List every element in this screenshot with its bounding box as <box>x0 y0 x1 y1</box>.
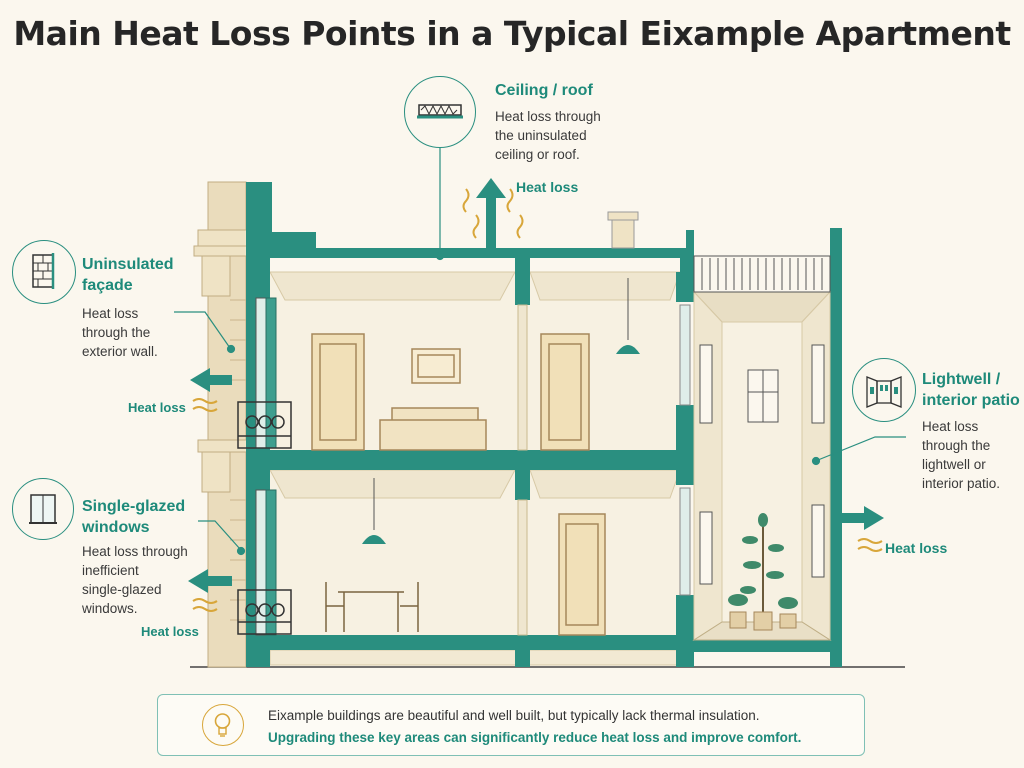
callout-roof-line: ceiling or roof. <box>495 147 580 162</box>
heat-loss-arrows <box>188 178 884 593</box>
callout-windows-body: Heat loss through inefficient single-gla… <box>82 542 188 618</box>
brick-wall-icon <box>12 240 76 304</box>
callout-lightwell: Lightwell / interior patio Heat loss thr… <box>922 369 1020 493</box>
callout-facade-line: exterior wall. <box>82 344 158 359</box>
heat-loss-label-windows: Heat loss <box>141 624 199 639</box>
callout-windows-heading: Single-glazed windows <box>82 496 188 538</box>
heat-waves <box>192 188 883 612</box>
callout-roof: Ceiling / roof Heat loss through the uni… <box>495 80 601 164</box>
callout-roof-heading: Ceiling / roof <box>495 82 593 99</box>
callout-windows-line: single-glazed <box>82 582 162 597</box>
potted-plants <box>728 513 798 631</box>
stone-facade <box>193 181 249 668</box>
page-title: Main Heat Loss Points in a Typical Eixam… <box>13 14 1011 53</box>
heat-loss-label-facade: Heat loss <box>128 400 186 415</box>
building-structure <box>246 182 842 667</box>
patio-icon <box>852 358 916 422</box>
heat-loss-label-roof: Heat loss <box>516 179 579 195</box>
window-icon <box>12 478 74 540</box>
footer-line-1: Eixample buildings are beautiful and wel… <box>268 708 760 723</box>
callout-lightwell-line: Heat loss <box>922 419 979 434</box>
callout-lightwell-heading-line: interior patio <box>922 392 1020 409</box>
interior-furniture <box>311 333 606 636</box>
callout-roof-line: Heat loss through <box>495 109 601 124</box>
callout-facade-line: through the <box>82 325 151 340</box>
lightbulb-icon <box>202 704 244 746</box>
callout-lightwell-body: Heat loss through the lightwell or inter… <box>922 417 1020 493</box>
callout-facade-heading-line: Uninsulated <box>82 256 174 273</box>
callout-lightwell-heading: Lightwell / interior patio <box>922 369 1020 411</box>
callout-lightwell-heading-line: Lightwell / <box>922 371 1001 388</box>
ceiling-insulation-icon <box>404 76 476 148</box>
callout-windows-line: Heat loss through <box>82 544 188 559</box>
callout-lightwell-line: interior patio. <box>922 476 1001 491</box>
callout-facade-line: Heat loss <box>82 306 139 321</box>
heat-loss-label-lightwell: Heat loss <box>885 540 948 556</box>
callout-roof-line: the uninsulated <box>495 128 587 143</box>
callout-lightwell-line: through the <box>922 438 991 453</box>
balcony-railings <box>237 401 292 635</box>
callout-facade: Uninsulated façade Heat loss through the… <box>82 254 174 361</box>
callout-roof-body: Heat loss through the uninsulated ceilin… <box>495 107 601 164</box>
callout-windows-heading-line: Single-glazed <box>82 498 186 515</box>
callout-lightwell-line: lightwell or <box>922 457 986 472</box>
dining-set <box>325 582 419 632</box>
callout-facade-heading: Uninsulated façade <box>82 254 174 296</box>
callout-windows-line: inefficient <box>82 563 139 578</box>
callout-facade-heading-line: façade <box>82 277 133 294</box>
footer-note: Eixample buildings are beautiful and wel… <box>157 694 865 756</box>
callout-facade-body: Heat loss through the exterior wall. <box>82 304 174 361</box>
lightwell <box>692 255 832 641</box>
footer-line-2: Upgrading these key areas can significan… <box>268 730 802 745</box>
callout-windows-line: windows. <box>82 601 138 616</box>
pendant-lamps <box>362 278 640 544</box>
callout-windows-heading-line: windows <box>82 519 150 536</box>
callout-windows: Single-glazed windows Heat loss through … <box>82 496 188 618</box>
